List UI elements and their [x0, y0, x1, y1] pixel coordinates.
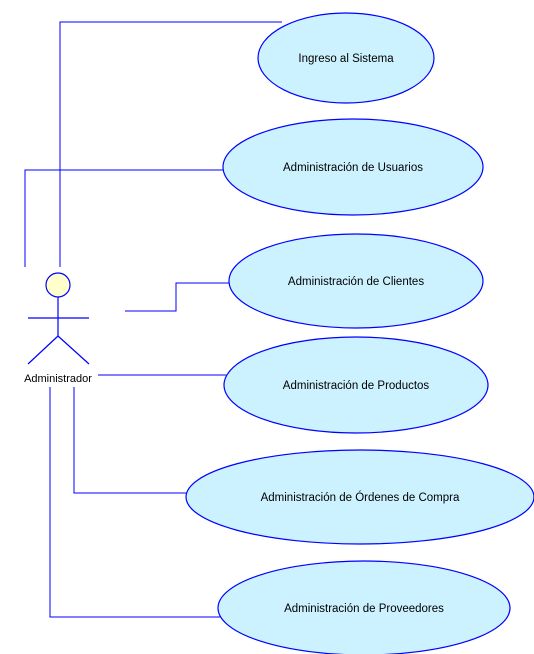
- use-case-productos[interactable]: Administración de Productos: [223, 336, 489, 434]
- association-usuarios: [24, 169, 224, 267]
- use-case-ingreso-label: Ingreso al Sistema: [298, 53, 394, 65]
- use-case-clientes-label: Administración de Clientes: [288, 276, 424, 288]
- use-case-usuarios[interactable]: Administración de Usuarios: [222, 118, 484, 216]
- use-case-usuarios-label: Administración de Usuarios: [283, 162, 423, 174]
- use-case-ingreso[interactable]: Ingreso al Sistema: [257, 12, 435, 104]
- association-proveedores: [49, 387, 221, 618]
- actor-label: Administrador: [24, 373, 92, 385]
- association-clientes: [125, 282, 230, 312]
- use-case-ordenes-label: Administración de Órdenes de Compra: [261, 491, 460, 504]
- association-ordenes: [73, 387, 188, 494]
- use-case-proveedores[interactable]: Administración de Proveedores: [217, 560, 511, 654]
- use-case-clientes[interactable]: Administración de Clientes: [228, 233, 484, 329]
- use-case-productos-label: Administración de Productos: [283, 380, 430, 392]
- association-lines: [24, 21, 282, 618]
- use-case-ordenes[interactable]: Administración de Órdenes de Compra: [185, 449, 534, 545]
- actor-body: [27, 297, 90, 365]
- actor-administrador[interactable]: Administrador: [24, 272, 92, 385]
- association-ingreso: [59, 21, 282, 267]
- actor-head: [45, 272, 71, 298]
- use-case-proveedores-label: Administración de Proveedores: [284, 603, 444, 615]
